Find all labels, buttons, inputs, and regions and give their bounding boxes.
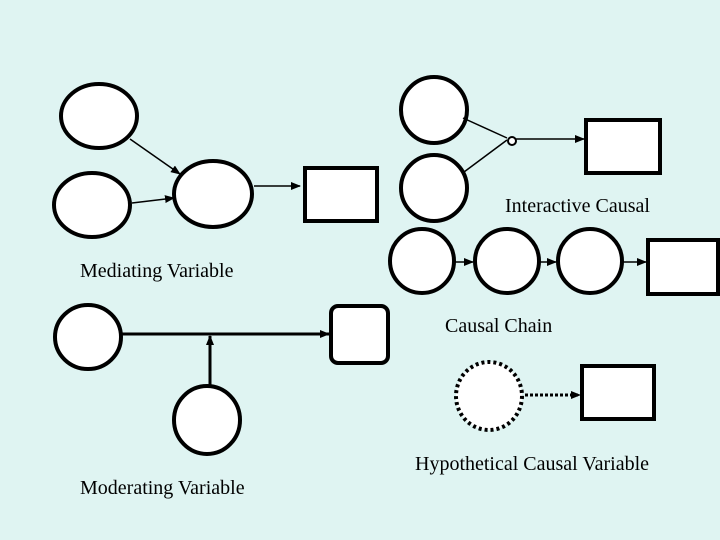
hypothetical-causal-variable-label: Hypothetical Causal Variable (415, 453, 650, 475)
chain-node-2 (473, 227, 541, 295)
interactive-outcome-box (584, 118, 662, 175)
chain-node-1 (388, 227, 456, 295)
interactive-node-top (399, 75, 469, 145)
interactive-line-top (462, 117, 508, 139)
moderating-variable-label: Moderating Variable (80, 477, 245, 499)
mediating-arrow-2 (131, 195, 175, 204)
interactive-line-bottom (463, 139, 508, 173)
mediating-input-node-top (59, 82, 139, 150)
mediating-input-node-bottom (52, 171, 132, 239)
mediating-group (52, 82, 379, 239)
mediating-outcome-box (303, 166, 379, 223)
moderator-node (172, 384, 242, 456)
moderating-input-node (53, 303, 123, 371)
mediating-arrow-1 (129, 138, 181, 175)
chain-group (388, 227, 720, 296)
causal-chain-label: Causal Chain (445, 315, 553, 337)
moderating-outcome-box (329, 304, 390, 365)
chain-outcome-box (646, 238, 720, 296)
moderating-group (53, 303, 390, 456)
interaction-junction (507, 136, 517, 146)
hypothetical-node (454, 360, 524, 432)
interactive-causal-label: Interactive Causal (505, 195, 650, 217)
hypothetical-outcome-box (580, 364, 656, 421)
chain-node-3 (556, 227, 624, 295)
mediating-mediator-node (172, 159, 254, 229)
interactive-group (399, 75, 662, 223)
interactive-node-bottom (399, 153, 469, 223)
hypothetical-group (454, 360, 656, 432)
mediating-variable-label: Mediating Variable (80, 260, 234, 282)
